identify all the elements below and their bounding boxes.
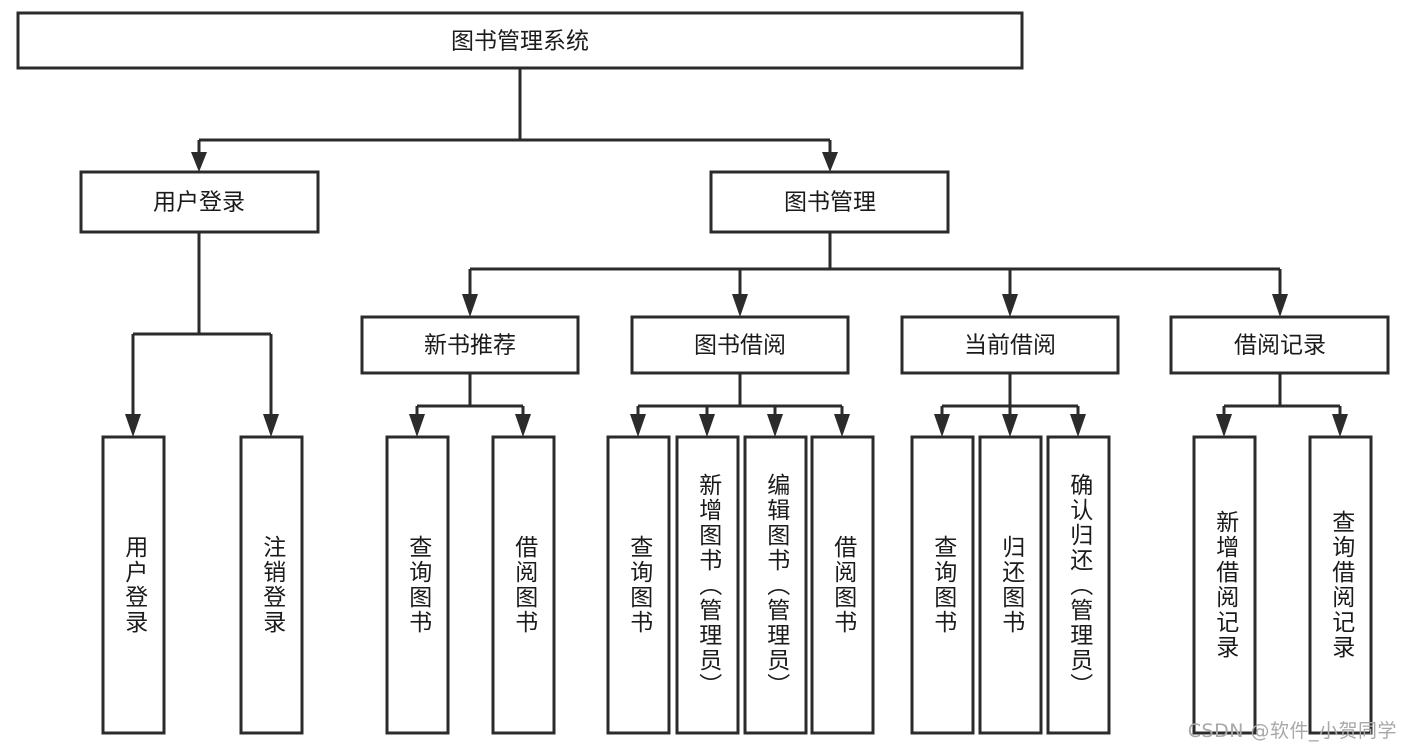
node-new-book-recommend-box[interactable] bbox=[360, 315, 580, 375]
node-new-book-recommend[interactable]: 新书推荐 bbox=[360, 315, 580, 375]
node-leaf-edit-book-admin-box[interactable] bbox=[743, 435, 808, 735]
node-root[interactable]: 图书管理系统 bbox=[16, 11, 1024, 70]
node-leaf-borrow-book-2-box[interactable] bbox=[810, 435, 875, 735]
arrow-head-leaf-query-book-2 bbox=[630, 414, 646, 437]
arrow-head-leaf-user-login bbox=[125, 414, 141, 437]
node-borrow-record-label: 借阅记录 bbox=[1234, 333, 1326, 359]
arrow-head-book-manage bbox=[822, 152, 838, 172]
arrow-head-new-book-recommend bbox=[462, 294, 478, 317]
arrow-head-leaf-return-book bbox=[1002, 414, 1018, 437]
arrow-head-leaf-confirm-return bbox=[1070, 414, 1086, 437]
connector-group-current-borrow bbox=[934, 373, 1086, 437]
connector-group-borrow-record bbox=[1216, 373, 1348, 437]
arrow-head-borrow-record bbox=[1272, 294, 1288, 317]
node-book-borrow-box[interactable] bbox=[630, 315, 850, 375]
node-user-login[interactable]: 用户登录 bbox=[79, 170, 320, 234]
node-leaf-query-book-2-box[interactable] bbox=[606, 435, 671, 735]
arrow-head-leaf-add-book-admin bbox=[699, 414, 715, 437]
node-leaf-user-login-box[interactable] bbox=[101, 435, 166, 735]
node-leaf-add-borrow-record-box[interactable] bbox=[1192, 435, 1257, 735]
node-user-login-box[interactable] bbox=[79, 170, 320, 234]
node-leaf-query-book-3-box[interactable] bbox=[910, 435, 975, 735]
arrow-head-current-borrow bbox=[1002, 294, 1018, 317]
node-leaf-add-book-admin-box[interactable] bbox=[675, 435, 740, 735]
node-root-box[interactable] bbox=[16, 11, 1024, 70]
node-leaf-borrow-book-1-box[interactable] bbox=[491, 435, 556, 735]
node-book-borrow[interactable]: 图书借阅 bbox=[630, 315, 850, 375]
arrow-head-leaf-add-borrow-record bbox=[1216, 414, 1232, 437]
connector-group-root bbox=[191, 68, 838, 172]
arrow-head-leaf-query-borrow-record bbox=[1332, 414, 1348, 437]
arrow-head-leaf-borrow-book-2 bbox=[834, 414, 850, 437]
arrow-head-user-login bbox=[191, 152, 207, 172]
node-book-manage-box[interactable] bbox=[709, 170, 950, 234]
node-root-label: 图书管理系统 bbox=[451, 29, 589, 55]
node-new-book-recommend-label: 新书推荐 bbox=[424, 333, 516, 359]
node-leaf-query-borrow-record-box[interactable] bbox=[1308, 435, 1373, 735]
leaf-boxes bbox=[101, 435, 1373, 735]
node-current-borrow-box[interactable] bbox=[900, 315, 1120, 375]
node-current-borrow-label: 当前借阅 bbox=[964, 333, 1056, 359]
node-current-borrow[interactable]: 当前借阅 bbox=[900, 315, 1120, 375]
arrow-head-book-borrow bbox=[732, 294, 748, 317]
node-leaf-return-book-box[interactable] bbox=[978, 435, 1043, 735]
node-borrow-record[interactable]: 借阅记录 bbox=[1169, 315, 1390, 375]
node-borrow-record-box[interactable] bbox=[1169, 315, 1390, 375]
node-leaf-logout-login-box[interactable] bbox=[239, 435, 304, 735]
arrow-head-leaf-edit-book-admin bbox=[767, 414, 783, 437]
node-leaf-confirm-return-box[interactable] bbox=[1046, 435, 1111, 735]
node-book-manage[interactable]: 图书管理 bbox=[709, 170, 950, 234]
node-leaf-query-book-1-box[interactable] bbox=[385, 435, 450, 735]
arrow-head-leaf-logout-login bbox=[263, 414, 279, 437]
arrow-head-leaf-borrow-book-1 bbox=[515, 414, 531, 437]
node-book-manage-label: 图书管理 bbox=[784, 190, 876, 216]
arrow-head-leaf-query-book-3 bbox=[934, 414, 950, 437]
connector-group-user-login bbox=[125, 232, 279, 437]
connector-group-new-book-recommend bbox=[409, 373, 531, 437]
connector-group-book-borrow bbox=[630, 373, 850, 437]
csdn-watermark: CSDN @软件_小贺同学 bbox=[1187, 720, 1397, 742]
node-book-borrow-label: 图书借阅 bbox=[694, 333, 786, 359]
node-user-login-label: 用户登录 bbox=[153, 190, 245, 216]
arrow-head-leaf-query-book-1 bbox=[409, 414, 425, 437]
connector-group-book-manage bbox=[462, 232, 1288, 317]
